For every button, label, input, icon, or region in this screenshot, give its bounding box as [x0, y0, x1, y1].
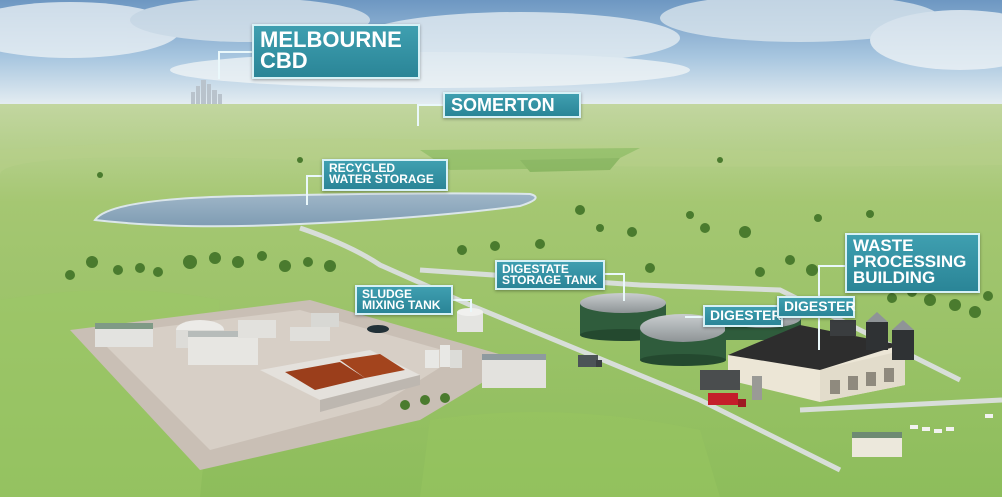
leader-melbourne-cbd	[218, 51, 254, 53]
trucks	[578, 355, 746, 407]
label-somerton: Somerton	[443, 92, 581, 118]
city-skyline	[191, 80, 222, 104]
gatehouse	[852, 414, 993, 457]
leader-sludge-drop	[470, 299, 472, 312]
recycled-water-lake	[93, 192, 537, 228]
leader-sludge	[452, 299, 472, 301]
leader-waste-processing	[818, 265, 846, 267]
leader-digester-1	[685, 316, 705, 318]
sludge-tank	[457, 308, 483, 332]
label-melbourne-cbd: Melbourne CBD	[252, 24, 420, 79]
leader-somerton-h	[417, 104, 445, 106]
leader-somerton	[417, 106, 419, 126]
leader-recycled-water	[306, 175, 324, 177]
leader-recycled-water-drop	[306, 175, 308, 205]
label-sludge-mixing-tank: Sludge Mixing Tank	[355, 285, 453, 315]
leader-melbourne-cbd-drop	[218, 51, 220, 79]
silos	[830, 312, 914, 360]
leader-digestate-drop	[623, 273, 625, 301]
processing-building	[700, 325, 905, 402]
label-digester-2: Digester	[777, 296, 856, 318]
leader-digestate	[604, 273, 624, 275]
aeration-tanks	[260, 350, 420, 412]
label-digestate-storage-tank: Digestate Storage Tank	[495, 260, 605, 290]
label-recycled-water-storage: Recycled Water Storage	[322, 159, 448, 191]
label-waste-processing-building: Waste Processing Building	[845, 233, 980, 293]
trees	[65, 157, 993, 410]
left-buildings	[95, 313, 546, 388]
label-digester-1: Digester	[703, 305, 783, 327]
